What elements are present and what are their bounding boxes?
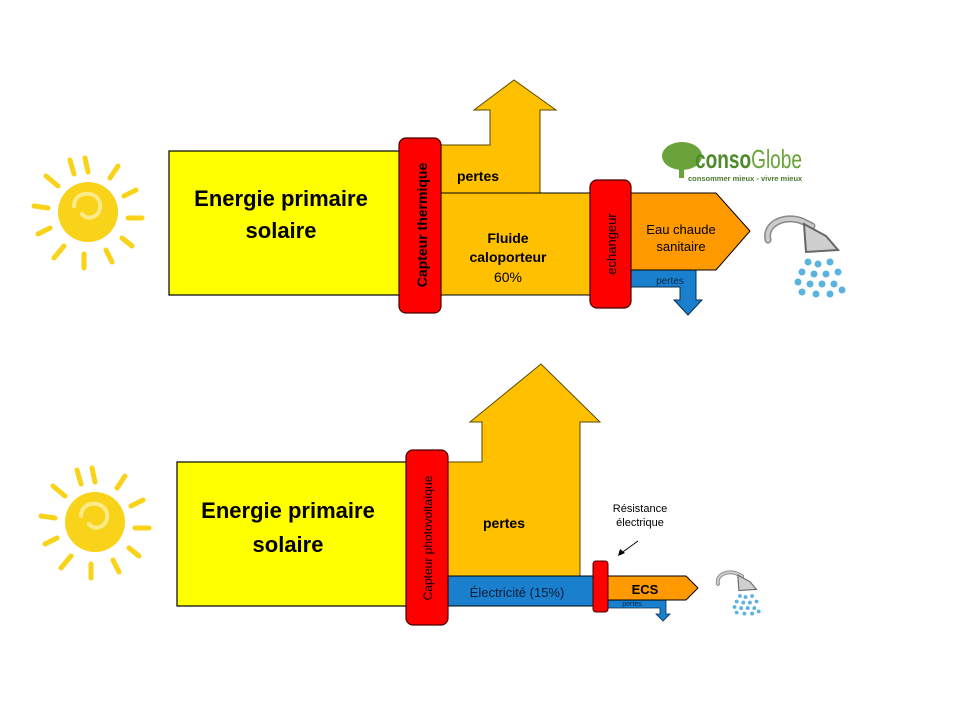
logo-name-part2: Globe — [751, 144, 802, 174]
photovoltaic-diagram: Energie primaire solaire pertes Électric… — [41, 363, 763, 626]
pv-resistance-label-2: électrique — [616, 517, 664, 529]
pv-losses-arrow — [447, 363, 602, 577]
thermal-collector — [398, 137, 442, 314]
pv-output-losses-label: pertes — [622, 601, 642, 608]
pv-primary-energy-label-2: solaire — [253, 532, 324, 557]
pv-primary-energy-box — [176, 461, 409, 607]
logo-tagline: consommer mieux - vivre mieux — [688, 174, 803, 183]
thermal-output-losses-arrow — [630, 269, 704, 316]
pv-resistance-pointer-arrow — [618, 540, 639, 556]
thermal-fluid-label-1: Fluide — [487, 230, 528, 246]
pv-electricity-block — [447, 575, 595, 607]
thermal-collector-label: Capteur thermique — [414, 163, 430, 288]
thermal-primary-energy-box — [168, 150, 402, 296]
pv-resistance — [592, 560, 609, 613]
thermal-primary-energy-label-1: Energie primaire — [194, 186, 368, 211]
thermal-fluid-label-2: caloporteur — [469, 249, 547, 265]
sun-icon — [41, 468, 149, 578]
pv-losses-label: pertes — [483, 515, 525, 531]
shower-icon — [768, 219, 846, 298]
thermal-primary-energy-label-2: solaire — [246, 218, 317, 243]
shower-icon — [715, 570, 763, 618]
thermal-hot-water-label-1: Eau chaude — [646, 222, 715, 237]
pv-electricity-label: Électricité (15%) — [470, 585, 565, 600]
pv-output-losses-arrow — [607, 599, 671, 622]
thermal-diagram: Energie primaire solaire pertes Fluide c… — [34, 79, 846, 316]
sun-icon — [34, 158, 142, 268]
pv-resistance-label-1: Résistance — [613, 503, 667, 515]
consoglobe-logo: consoGlobe consommer mieux - vivre mieux — [662, 142, 803, 183]
thermal-hot-water-label-2: sanitaire — [656, 239, 705, 254]
thermal-exchanger — [589, 179, 632, 309]
pv-ecs-label: ECS — [632, 582, 659, 597]
thermal-fluid-label-3: 60% — [494, 269, 522, 285]
thermal-losses-label: pertes — [457, 168, 499, 184]
tree-icon — [662, 142, 702, 178]
pv-primary-energy-label-1: Energie primaire — [201, 498, 375, 523]
pv-collector-label: Capteur photovoltaïque — [421, 475, 435, 600]
svg-text:consoGlobe: consoGlobe — [695, 144, 802, 174]
thermal-exchanger-label: echangeur — [604, 213, 619, 275]
logo-name-part1: conso — [695, 144, 751, 174]
pv-collector — [405, 449, 449, 626]
thermal-output-losses-label: pertes — [656, 276, 684, 287]
